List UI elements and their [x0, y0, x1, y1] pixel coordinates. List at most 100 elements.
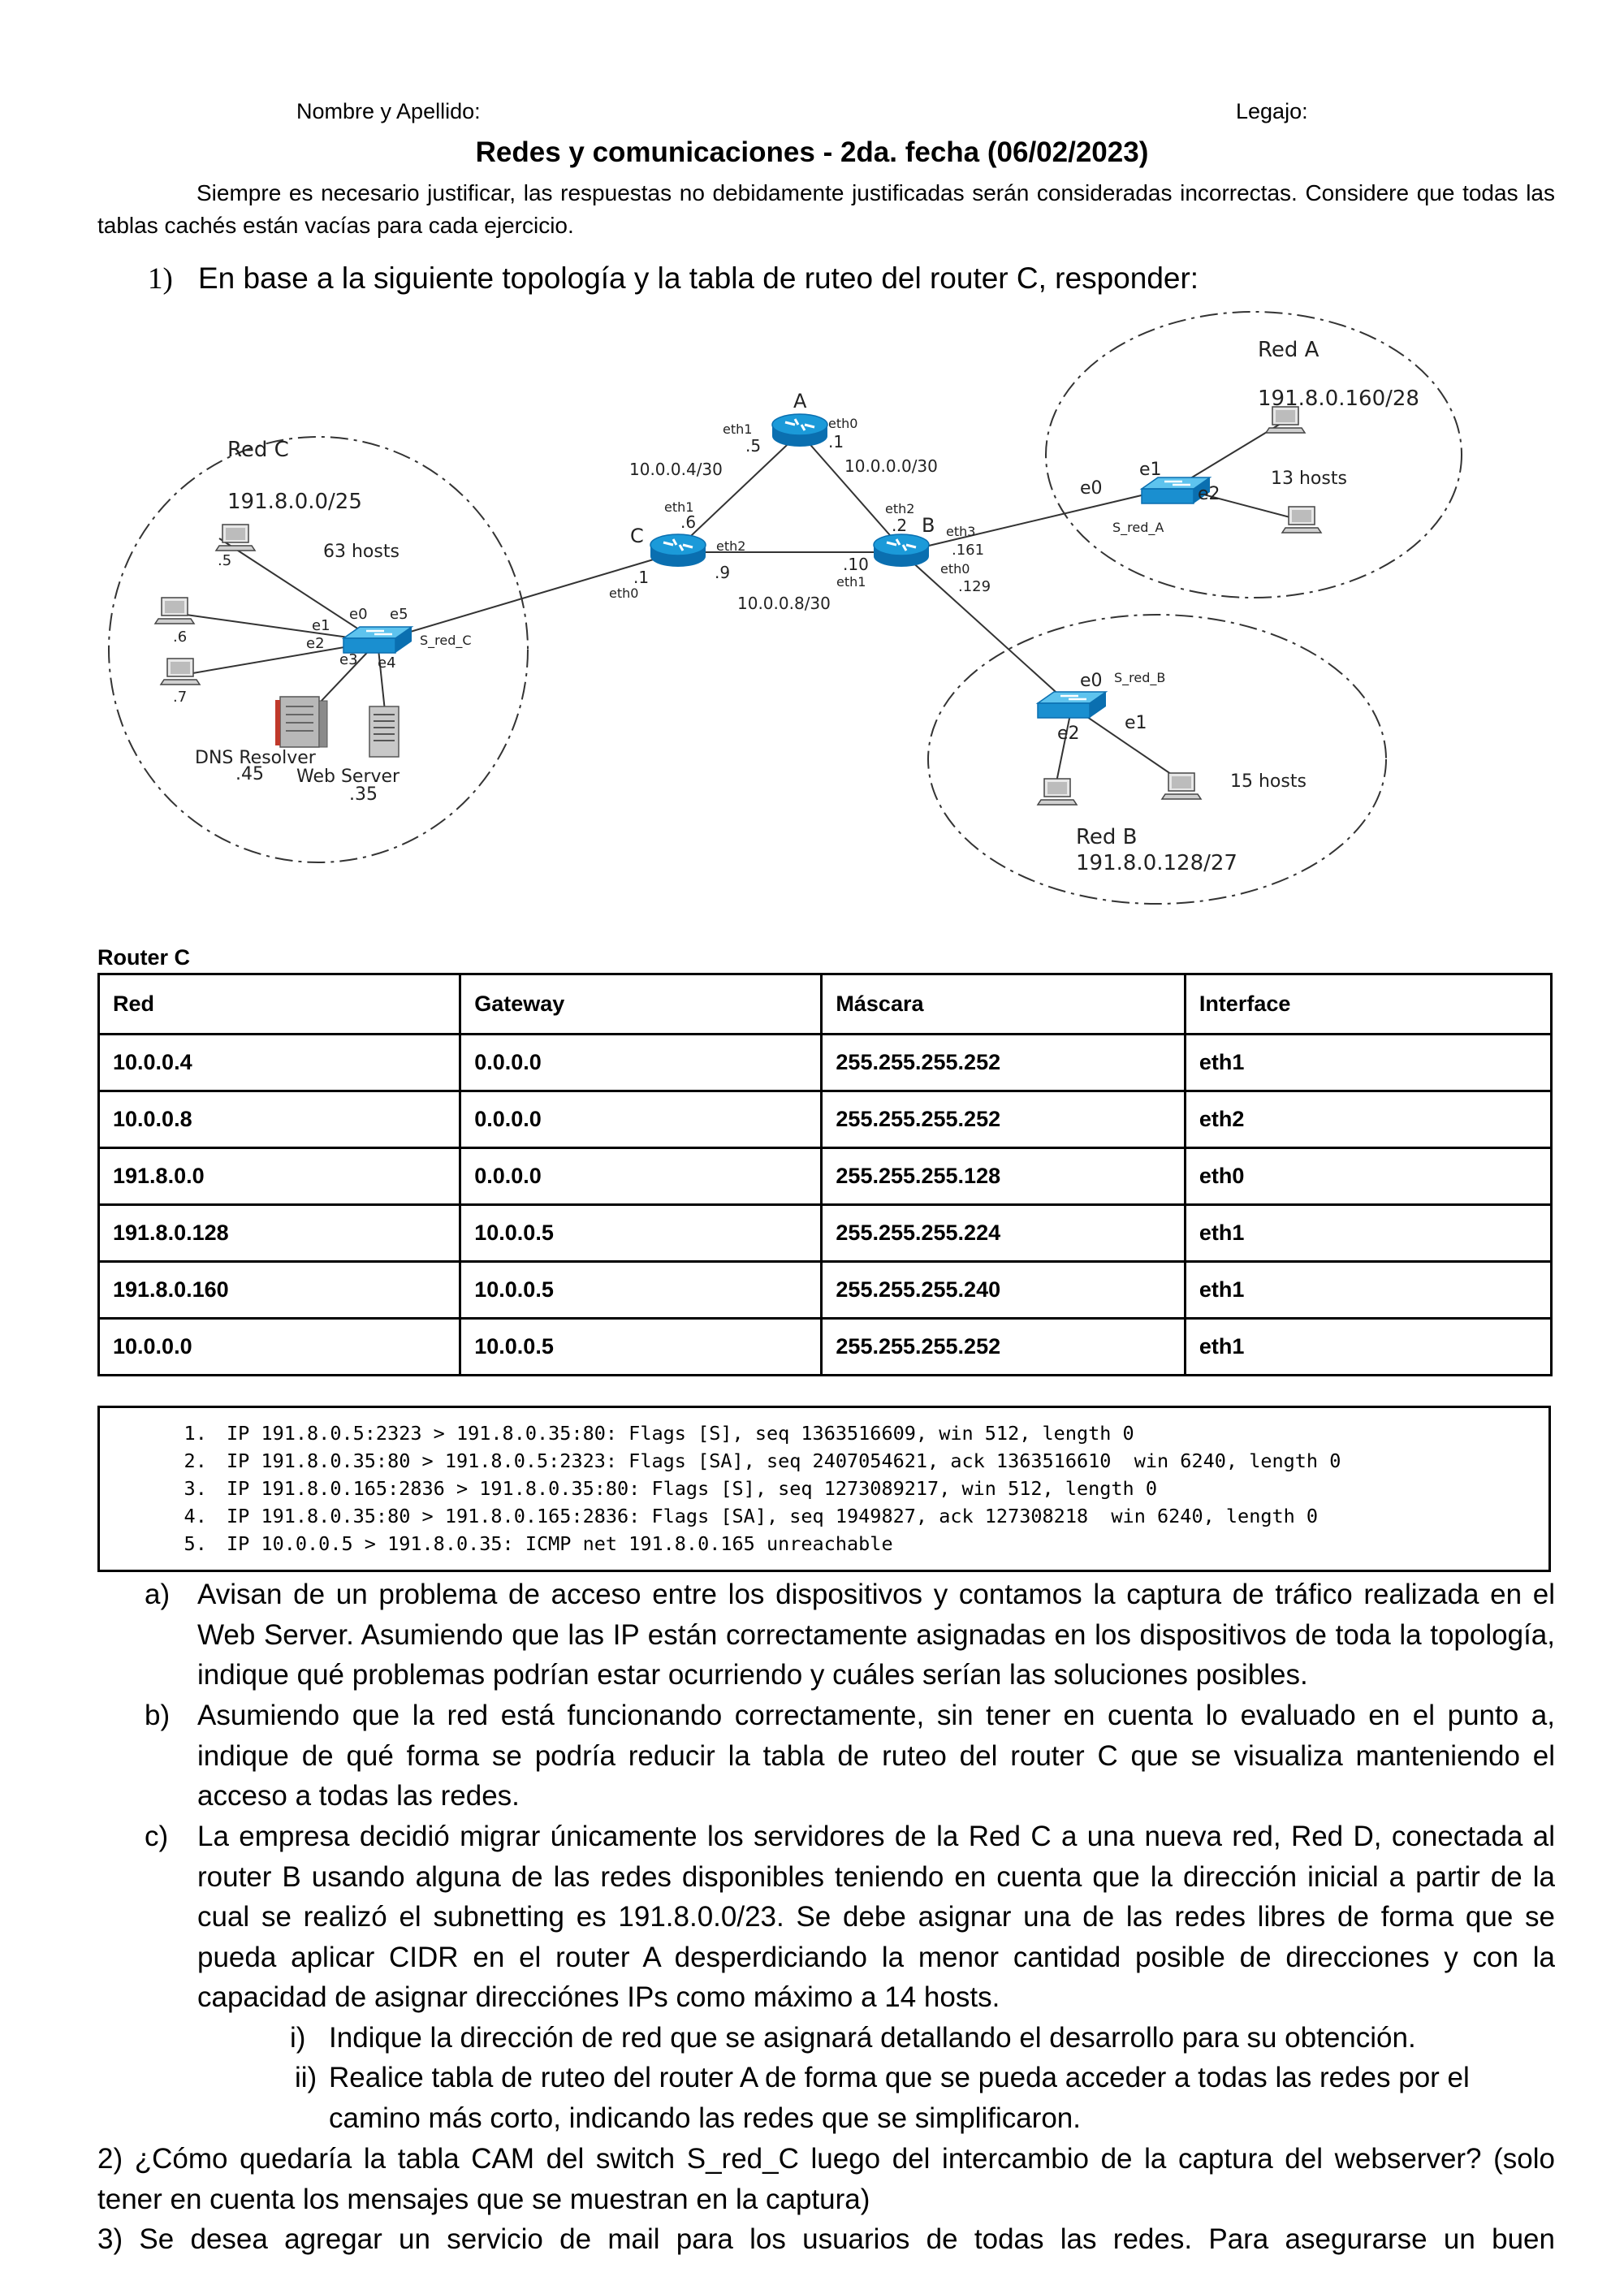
cell-mascara: 255.255.255.128 [820, 1147, 1186, 1206]
legajo-label: Legajo: [1236, 99, 1308, 123]
cell-gateway: 0.0.0.0 [459, 1147, 823, 1206]
s-red-a-e1: e1 [1139, 460, 1162, 480]
router-b-eth1: eth1 [836, 574, 866, 590]
router-c-eth0-ip: .1 [633, 568, 649, 587]
router-a-icon [771, 413, 829, 448]
cell-gateway: 0.0.0.0 [459, 1090, 823, 1149]
red-a-boundary [1045, 311, 1462, 598]
question-1: 1)En base a la siguiente topología y la … [148, 261, 1199, 296]
table-row: 10.0.0.4 0.0.0.0 255.255.255.252 eth1 [97, 1033, 1553, 1092]
router-a-eth1-ip: .5 [745, 436, 761, 456]
cell-gateway: 0.0.0.0 [459, 1033, 823, 1092]
red-a-hosts: 13 hosts [1271, 469, 1347, 489]
s-red-c-e3: e3 [339, 651, 358, 668]
s-red-b-e0: e0 [1080, 671, 1103, 691]
table-row: 191.8.0.128 10.0.0.5 255.255.255.224 eth… [97, 1203, 1553, 1263]
router-b-eth0: eth0 [940, 561, 970, 577]
cell-red: 10.0.0.4 [97, 1033, 462, 1092]
red-a-host-2-icon [1281, 506, 1322, 534]
intro-paragraph: Siempre es necesario justificar, las res… [97, 180, 1555, 238]
router-b-eth0-ip: .129 [958, 578, 991, 595]
router-b-icon [872, 533, 931, 568]
router-b-eth2-ip: .2 [892, 516, 907, 535]
cell-red: 10.0.0.0 [97, 1317, 462, 1376]
red-b-host-2-icon [1161, 772, 1202, 800]
cell-gateway: 10.0.0.5 [459, 1203, 823, 1263]
question-1c-i: i)Indique la dirección de red que se asi… [290, 2022, 1416, 2054]
capture-line: IP 191.8.0.35:80 > 191.8.0.165:2836: Fla… [218, 1502, 1548, 1530]
cell-mascara: 255.255.255.252 [820, 1317, 1186, 1376]
red-c-host-6-icon [154, 597, 195, 624]
s-red-b-label: S_red_B [1114, 670, 1165, 686]
header-red: Red [97, 973, 462, 1035]
red-b-name: Red B [1076, 825, 1138, 849]
red-c-host-6-ip: .6 [173, 629, 187, 646]
routing-table-caption: Router C [97, 945, 190, 970]
cell-interface: eth1 [1183, 1260, 1553, 1320]
question-1b: b)Asumiendo que la red está funcionando … [145, 1700, 1555, 1812]
red-c-hosts: 63 hosts [323, 542, 400, 562]
router-b-eth3: eth3 [946, 524, 975, 539]
web-server-icon [369, 706, 400, 758]
s-red-c-e0: e0 [349, 606, 368, 623]
red-c-name: Red C [227, 438, 289, 462]
question-2: 2) ¿Cómo quedaría la tabla CAM del switc… [97, 2143, 1555, 2215]
cell-red: 191.8.0.0 [97, 1147, 462, 1206]
router-a-eth0: eth0 [828, 416, 857, 431]
capture-line: IP 191.8.0.5:2323 > 191.8.0.35:80: Flags… [218, 1419, 1548, 1447]
red-a-name: Red A [1258, 338, 1320, 362]
dns-resolver-ip: .45 [235, 764, 264, 784]
capture-line: IP 191.8.0.35:80 > 191.8.0.5:2323: Flags… [218, 1447, 1548, 1475]
cell-mascara: 255.255.255.240 [820, 1260, 1186, 1320]
router-b-eth3-ip: .161 [952, 542, 984, 559]
cell-gateway: 10.0.0.5 [459, 1260, 823, 1320]
cell-mascara: 255.255.255.224 [820, 1203, 1186, 1263]
router-a-eth1: eth1 [723, 421, 752, 437]
dns-resolver-label: DNS Resolver [195, 748, 317, 768]
s-red-a-e0: e0 [1080, 478, 1103, 499]
red-b-hosts: 15 hosts [1230, 771, 1307, 792]
red-c-host-5-ip: .5 [218, 552, 231, 569]
s-red-b-e1: e1 [1125, 713, 1147, 733]
red-b-host-1-icon [1037, 778, 1078, 806]
s-red-c-e1: e1 [312, 617, 330, 634]
red-c-host-7-ip: .7 [173, 689, 187, 706]
table-header-row: Red Gateway Máscara Interface [97, 973, 1553, 1035]
red-c-host-7-icon [160, 658, 201, 685]
s-red-a-e2: e2 [1198, 484, 1220, 504]
dns-resolver-icon [275, 696, 328, 748]
s-red-b-e2: e2 [1057, 724, 1080, 744]
header-interface: Interface [1183, 973, 1553, 1035]
red-b-boundary [927, 614, 1387, 905]
s-red-a-label: S_red_A [1112, 520, 1164, 536]
link-ab-label: 10.0.0.0/30 [844, 456, 938, 476]
router-c-icon [649, 533, 707, 568]
network-topology-diagram: Red A 191.8.0.160/28 13 hosts Red C 191.… [108, 311, 1462, 905]
router-c-eth1-ip: .6 [680, 512, 696, 532]
cell-red: 10.0.0.8 [97, 1090, 462, 1149]
s-red-c-e5: e5 [390, 606, 408, 623]
capture-line: IP 191.8.0.165:2836 > 191.8.0.35:80: Fla… [218, 1475, 1548, 1502]
question-1c: c)La empresa decidió migrar únicamente l… [145, 1821, 1555, 2013]
link-ac-label: 10.0.0.4/30 [629, 460, 723, 479]
switch-red-c-icon [342, 625, 413, 655]
cell-interface: eth1 [1183, 1203, 1553, 1263]
red-a-net: 191.8.0.160/28 [1258, 387, 1419, 411]
router-c-eth1: eth1 [664, 499, 693, 515]
cell-gateway: 10.0.0.5 [459, 1317, 823, 1376]
traffic-capture-box: IP 191.8.0.5:2323 > 191.8.0.35:80: Flags… [97, 1406, 1551, 1572]
question-3: 3) Se desea agregar un servicio de mail … [97, 2223, 1555, 2255]
router-c-name: C [630, 525, 644, 547]
question-1c-ii: ii)Realice tabla de ruteo del router A d… [295, 2062, 1470, 2134]
cell-mascara: 255.255.255.252 [820, 1033, 1186, 1092]
red-b-net: 191.8.0.128/27 [1076, 851, 1237, 875]
capture-line: IP 10.0.0.5 > 191.8.0.35: ICMP net 191.8… [218, 1530, 1548, 1557]
switch-red-b-icon [1036, 690, 1108, 719]
cell-interface: eth1 [1183, 1317, 1553, 1376]
router-c-eth2-ip: .9 [715, 563, 730, 582]
cell-interface: eth1 [1183, 1033, 1553, 1092]
red-c-net: 191.8.0.0/25 [227, 490, 362, 514]
cell-mascara: 255.255.255.252 [820, 1090, 1186, 1149]
router-a-name: A [793, 390, 807, 413]
name-label: Nombre y Apellido: [296, 99, 481, 123]
